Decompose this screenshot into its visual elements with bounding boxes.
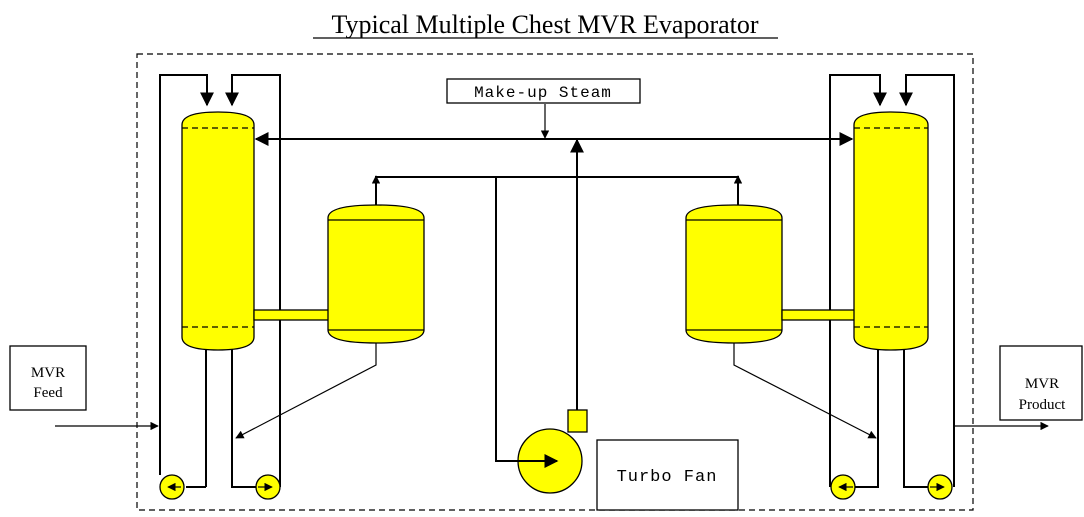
turbo-fan-box xyxy=(596,439,739,511)
left-evaporator-chest xyxy=(181,111,255,351)
left-bottom-to-pump2 xyxy=(231,347,258,488)
system-boundary xyxy=(136,53,974,511)
makeup-steam-box xyxy=(446,78,641,104)
left-recirc-line-inner xyxy=(225,74,281,487)
feed-label-line2: Feed xyxy=(33,385,63,401)
fan-outlet-nozzle xyxy=(567,409,588,433)
left-separator-return-line xyxy=(235,343,377,439)
fan-suction-line xyxy=(495,177,530,462)
makeup-steam-label: Make-up Steam xyxy=(474,84,612,102)
feed-box xyxy=(9,345,87,411)
product-box xyxy=(999,345,1083,421)
right-connector-pipe xyxy=(781,309,857,321)
diagram-title: Typical Multiple Chest MVR Evaporator xyxy=(331,10,758,39)
product-label-line2: Product xyxy=(1019,397,1066,413)
product-label-line1: MVR xyxy=(1025,376,1059,392)
turbo-fan xyxy=(497,409,588,494)
left-evaporator-group xyxy=(55,74,425,500)
right-bottom-to-pump2 xyxy=(903,347,928,488)
right-bottom-to-pump1 xyxy=(855,347,879,488)
right-evaporator-group xyxy=(685,74,1049,500)
turbo-fan-label: Turbo Fan xyxy=(617,468,718,487)
left-connector-pipe xyxy=(253,309,331,321)
left-recirc-line-outer xyxy=(159,74,214,475)
feed-label-line1: MVR xyxy=(31,365,65,381)
right-separator xyxy=(685,204,783,344)
right-recirc-line-outer xyxy=(899,74,955,487)
vapor-collection-header xyxy=(375,176,739,205)
right-separator-return-line xyxy=(733,343,877,439)
left-separator xyxy=(327,204,425,344)
right-evaporator-chest xyxy=(853,111,929,351)
right-recirc-line-inner xyxy=(829,74,887,487)
